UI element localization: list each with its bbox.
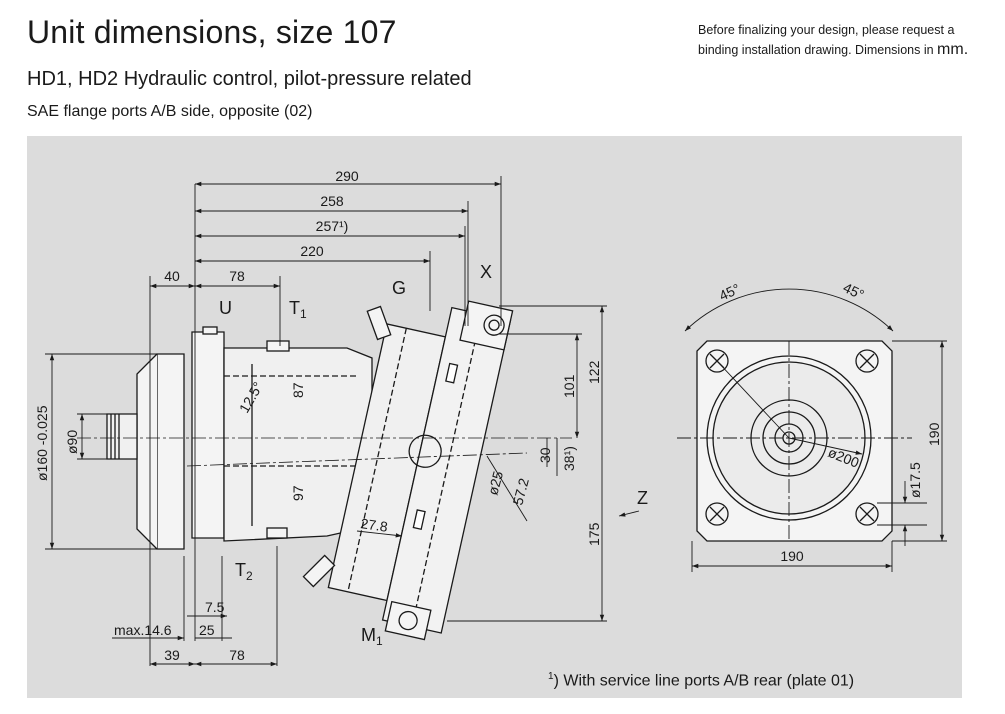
port-label-t2: T2 — [235, 560, 253, 583]
dim-78-top: 78 — [229, 268, 245, 284]
dim-dia-160: ø160 -0.025 — [34, 405, 50, 481]
dim-258: 258 — [320, 193, 344, 209]
dim-7-5: 7.5 — [205, 599, 225, 615]
port-label-x: X — [480, 262, 492, 282]
dim-190-vertical: 190 — [926, 422, 942, 446]
dim-57-2: 57.2 — [509, 476, 532, 507]
dim-290: 290 — [335, 168, 359, 184]
dim-dia-17-5: ø17.5 — [907, 462, 923, 498]
mounting-flange — [191, 331, 225, 539]
dim-78-bottom: 78 — [229, 647, 245, 663]
dim-122: 122 — [586, 360, 602, 384]
dim-257: 257¹) — [316, 218, 349, 234]
page-title: Unit dimensions, size 107 — [27, 14, 397, 50]
dim-angle-45-left: 45° — [717, 280, 743, 303]
dim-max-14-6: max.14.6 — [114, 622, 172, 638]
design-note-unit: mm. — [937, 41, 969, 58]
dim-97: 97 — [290, 485, 306, 501]
port-label-u: U — [219, 298, 232, 318]
port-label-g: G — [392, 278, 406, 298]
dim-dia-90: ø90 — [64, 430, 80, 454]
dim-101: 101 — [561, 374, 577, 398]
footnote-marker: 1 — [548, 671, 554, 682]
port-label-t1: T1 — [289, 298, 307, 321]
footnote-text: ) With service line ports A/B rear (plat… — [553, 672, 855, 690]
dim-40: 40 — [164, 268, 180, 284]
dim-30: 30 — [537, 447, 553, 463]
dim-190-horizontal: 190 — [780, 548, 804, 564]
drawing-panel: 290 258 257¹) 220 40 78 39 78 7.5 25 max… — [27, 136, 962, 698]
page-subtitle-2: SAE flange ports A/B side, opposite (02) — [27, 103, 313, 120]
flange-cone — [156, 353, 185, 550]
dim-27-8: 27.8 — [360, 515, 389, 535]
view-label-z: Z — [637, 488, 648, 508]
side-view — [106, 300, 514, 641]
dim-25: 25 — [199, 622, 215, 638]
dim-38: 38¹) — [561, 446, 577, 471]
dim-angle-45-right: 45° — [841, 279, 867, 302]
dim-39: 39 — [164, 647, 180, 663]
footnote: 1) With service line ports A/B rear (pla… — [548, 671, 854, 690]
bolt-hole — [705, 502, 729, 526]
page-subtitle: HD1, HD2 Hydraulic control, pilot-pressu… — [27, 68, 472, 90]
dim-87: 87 — [290, 382, 306, 398]
design-note: Before finalizing your design, please re… — [698, 20, 998, 60]
bolt-hole — [855, 502, 879, 526]
port-label-m1: M1 — [361, 625, 383, 648]
dimension-drawing: 290 258 257¹) 220 40 78 39 78 7.5 25 max… — [34, 168, 947, 667]
design-note-text: Before finalizing your design, please re… — [698, 23, 955, 57]
dim-dia-25: ø25 — [484, 469, 506, 497]
bolt-hole — [855, 349, 879, 373]
dim-175: 175 — [586, 522, 602, 546]
dim-220: 220 — [300, 243, 324, 259]
